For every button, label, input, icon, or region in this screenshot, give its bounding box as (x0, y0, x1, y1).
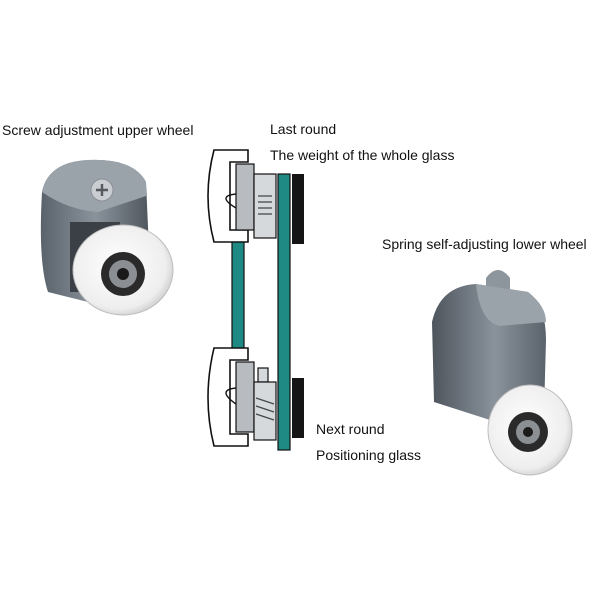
label-upper-wheel: Screw adjustment upper wheel (2, 122, 194, 138)
bottom-profile-bracket (207, 347, 255, 447)
top-seal (292, 174, 304, 244)
lower-wheel-image (432, 270, 573, 476)
cross-section-diagram (207, 149, 304, 451)
lower-wheel (487, 384, 573, 476)
glass-panes (231, 173, 291, 451)
screw-icon (90, 178, 114, 202)
label-whole-glass: The weight of the whole glass (270, 147, 455, 163)
label-last-round: Last round (270, 121, 337, 137)
label-lower-wheel: Spring self-adjusting lower wheel (382, 236, 587, 252)
top-screw (253, 173, 277, 239)
lower-wheel-housing (432, 284, 546, 421)
upper-wheel-image (40, 159, 174, 316)
upper-wheel (72, 224, 174, 316)
bottom-seal (292, 378, 304, 438)
label-positioning-glass: Positioning glass (316, 447, 422, 463)
bottom-spring (253, 367, 277, 441)
label-next-round: Next round (316, 421, 385, 437)
top-profile-bracket (207, 149, 255, 243)
